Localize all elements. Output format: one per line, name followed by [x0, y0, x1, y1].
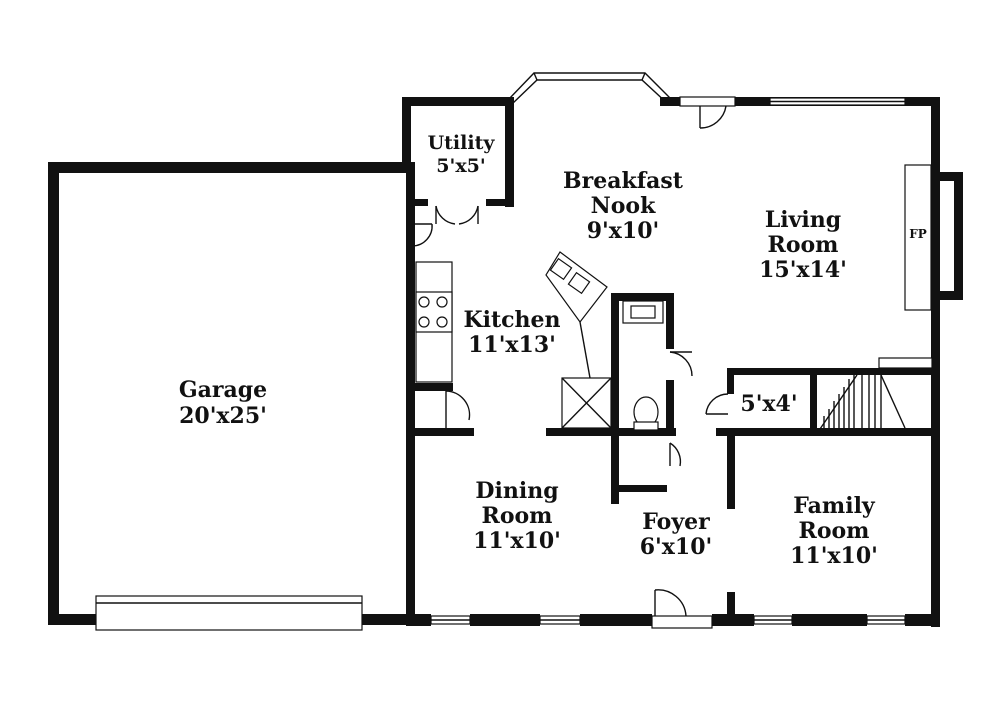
closet-dims: 5'x4'	[740, 391, 797, 417]
family-name-2: Room	[799, 518, 870, 544]
utility-name: Utility	[428, 132, 496, 154]
utility-dims: 5'x5'	[436, 155, 485, 177]
dining-dims: 11'x10'	[473, 528, 561, 554]
dining-name-2: Room	[482, 503, 553, 529]
foyer-dims: 6'x10'	[640, 534, 713, 560]
garage-dims: 20'x25'	[179, 403, 267, 429]
breakfast-name-2: Nook	[591, 193, 656, 219]
fireplace-label: FP	[909, 227, 927, 241]
fixtures	[415, 164, 933, 431]
room-labels: Utility 5'x5' Breakfast Nook 9'x10' Livi…	[179, 132, 927, 569]
living-name-2: Room	[768, 232, 839, 258]
kitchen-name: Kitchen	[463, 307, 560, 333]
doors	[411, 96, 736, 629]
breakfast-dims: 9'x10'	[587, 218, 660, 244]
windows	[95, 72, 906, 631]
family-name-1: Family	[793, 493, 876, 519]
foyer-name: Foyer	[642, 509, 710, 535]
kitchen-dims: 11'x13'	[468, 332, 556, 358]
garage-name: Garage	[179, 377, 267, 403]
family-dims: 11'x10'	[790, 543, 878, 569]
breakfast-name-1: Breakfast	[563, 168, 684, 194]
interior-walls	[406, 199, 940, 626]
dining-name-1: Dining	[475, 478, 558, 504]
living-name-1: Living	[765, 207, 841, 233]
living-dims: 15'x14'	[759, 257, 847, 283]
